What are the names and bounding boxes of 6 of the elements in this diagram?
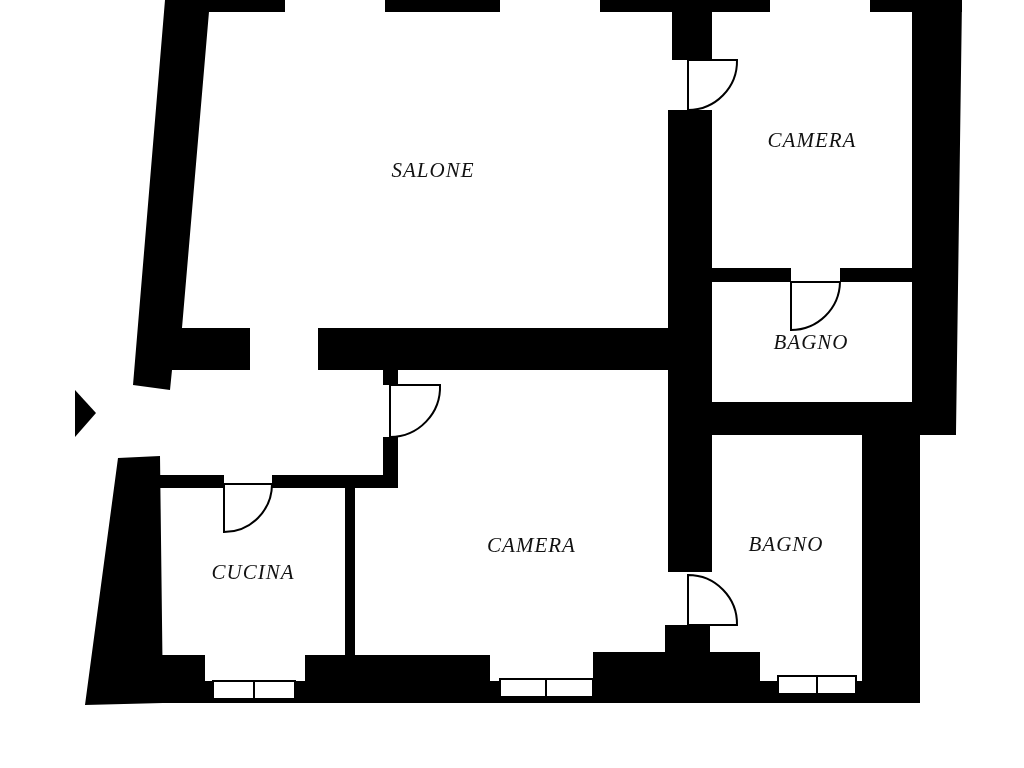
- room-label: SALONE: [391, 157, 475, 183]
- room-label: BAGNO: [748, 532, 824, 557]
- room-label: CAMERA: [767, 127, 857, 153]
- room-label: BAGNO: [773, 329, 849, 355]
- room-label: CAMERA: [487, 532, 576, 558]
- room-label: CUCINA: [211, 560, 295, 585]
